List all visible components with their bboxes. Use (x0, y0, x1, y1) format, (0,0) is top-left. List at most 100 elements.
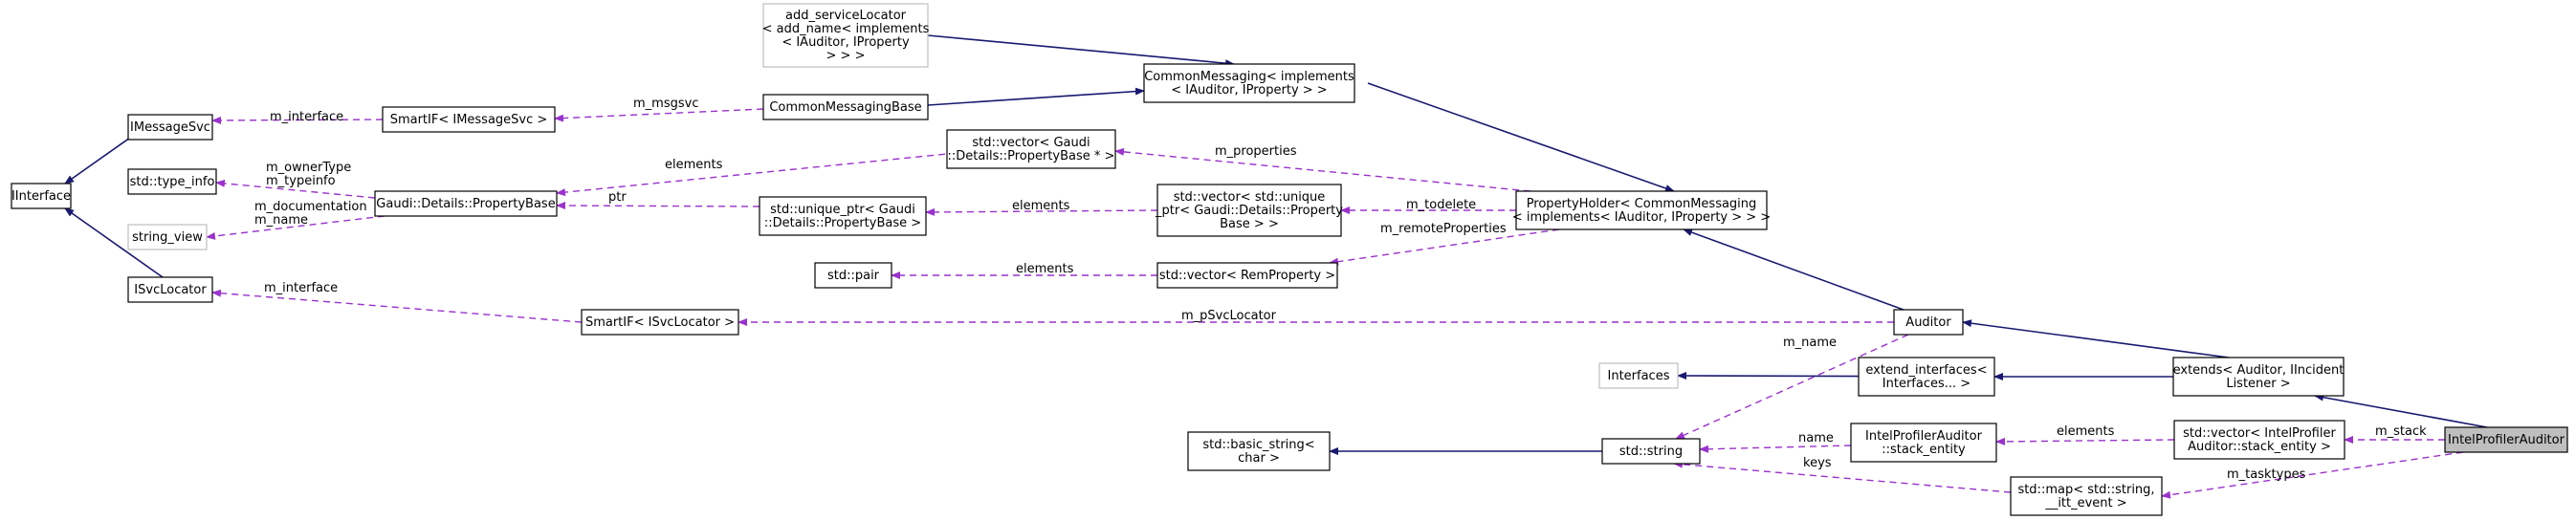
edge-label: m_remoteProperties (1380, 222, 1507, 236)
node-label: IMessageSvc (130, 120, 210, 135)
node-label: IInterface (11, 189, 71, 204)
unique-ptr-propertybase-node[interactable]: std::unique_ptr< Gaudi::Details::Propert… (759, 196, 927, 236)
edge-label: m_name (1783, 336, 1837, 350)
m-name-auditor-edge (1675, 334, 1909, 440)
m-msgsvc-edge (554, 108, 764, 122)
node-label: std::string (1619, 445, 1683, 459)
node-label: < IAuditor, IProperty (782, 35, 910, 50)
node-label: SmartIF< ISvcLocator > (585, 315, 735, 330)
node-box (374, 190, 558, 217)
elements-stack-edge (1995, 437, 2175, 445)
node-box (2173, 420, 2345, 460)
vector-unique-ptr-node[interactable]: std::vector< std::unique_ptr< Gaudi::Det… (1155, 184, 1343, 237)
isvclocator-to-iinterface-edge (64, 207, 164, 278)
node-label: ISvcLocator (134, 283, 207, 297)
node-label: std::basic_string< (1202, 438, 1314, 452)
auditor-node[interactable]: Auditor (1893, 309, 1964, 336)
node-label: string_view (132, 230, 203, 245)
edge-label: m_properties (1215, 144, 1297, 159)
std-pair-node[interactable]: std::pair (814, 262, 892, 289)
m-ownertype-edge (215, 179, 376, 199)
node-box (1850, 423, 1997, 463)
node-label: __itt_event > (2044, 496, 2126, 510)
elements-vec-ptr-edge (556, 152, 958, 197)
node-label: _ptr< Gaudi::Details::Property (1155, 204, 1343, 218)
node-box (814, 262, 892, 289)
intelprofilerauditor-node[interactable]: IntelProfilerAuditor (2444, 426, 2568, 453)
edge-label: m_documentation (254, 200, 367, 214)
iinterface-node[interactable]: IInterface (11, 183, 72, 209)
edge-label: m_tasktypes (2227, 467, 2306, 482)
add-servicelocator-node[interactable]: add_serviceLocator< add_name< implements… (762, 3, 930, 68)
commonmessaging-node[interactable]: CommonMessaging< implements< IAuditor, I… (1143, 63, 1355, 103)
node-label: Base > > (1220, 217, 1279, 231)
edge-label: elements (665, 158, 723, 172)
stack-entity-node[interactable]: IntelProfilerAuditor::stack_entity (1850, 423, 1997, 463)
edge-label: elements (2057, 424, 2115, 439)
node-box (127, 276, 213, 303)
auditor-to-extends-edge (1962, 319, 2230, 358)
node-box (1156, 184, 1342, 237)
vector-propertybase-ptr-node[interactable]: std::vector< Gaudi::Details::PropertyBas… (946, 129, 1116, 169)
commonmessagingbase-node[interactable]: CommonMessagingBase (762, 94, 929, 120)
keys-edge (1673, 460, 2012, 493)
m-interface-svc-edge (211, 289, 583, 323)
add-servicelocator-to-commonmessaging-edge (927, 34, 1235, 68)
extends-to-intelprofilerauditor-edge (2314, 393, 2488, 428)
smartif-isvclocator-node[interactable]: SmartIF< ISvcLocator > (581, 309, 739, 336)
isvclocator-node[interactable]: ISvcLocator (127, 276, 213, 303)
name-edge (1699, 445, 1852, 453)
node-label: Auditor (1905, 315, 1951, 330)
smartif-imessagesvc-node[interactable]: SmartIF< IMessageSvc > (382, 106, 556, 133)
propertyholder-node[interactable]: PropertyHolder< CommonMessaging< impleme… (1512, 190, 1771, 230)
node-label: IntelProfilerAuditor (2448, 433, 2565, 447)
node-box (1515, 190, 1768, 230)
interfaces-node[interactable]: Interfaces (1598, 362, 1679, 389)
node-box (1187, 431, 1331, 471)
edge-label: m_interface (270, 110, 343, 124)
node-box (382, 106, 556, 133)
node-box (759, 196, 927, 236)
node-label: > > > (826, 49, 866, 63)
node-label: IntelProfilerAuditor (1865, 429, 1983, 444)
node-box (2172, 357, 2345, 397)
node-box (762, 94, 929, 120)
edge-label: m_todelete (1406, 198, 1476, 212)
m-documentation-edge (206, 215, 385, 240)
edge-label: m_interface (264, 281, 338, 295)
std-string-node[interactable]: std::string (1601, 438, 1701, 465)
edge-label: elements (1016, 262, 1074, 276)
string-view-node[interactable]: string_view (127, 224, 208, 250)
node-label: < add_name< implements (762, 22, 930, 36)
m-interface-msg-edge (211, 116, 384, 124)
node-label: std::unique_ptr< Gaudi (770, 203, 915, 217)
vector-stack-entity-node[interactable]: std::vector< IntelProfilerAuditor::stack… (2173, 420, 2345, 460)
vector-remproperty-node[interactable]: std::vector< RemProperty > (1156, 262, 1338, 289)
extend-interfaces-node[interactable]: extend_interfaces<Interfaces... > (1858, 357, 1995, 397)
node-label: Listener > (2226, 377, 2290, 391)
imessagesvc-node[interactable]: IMessageSvc (127, 114, 213, 141)
edge-label: m_name (254, 213, 308, 228)
commonmessagingbase-to-commonmessaging-edge (927, 87, 1145, 106)
node-label: ::Details::PropertyBase > (764, 216, 921, 230)
node-box (11, 183, 72, 209)
node-label: < IAuditor, IProperty > > (1171, 83, 1327, 98)
propertyholder-to-auditor-edge (1683, 228, 1904, 311)
basic-string-node[interactable]: std::basic_string<char > (1187, 431, 1331, 471)
node-box (1893, 309, 1964, 336)
map-string-event-node[interactable]: std::map< std::string,__itt_event > (2010, 476, 2163, 516)
edge-label: keys (1803, 456, 1832, 470)
node-label: std::vector< RemProperty > (1159, 269, 1335, 283)
node-box (1601, 438, 1701, 465)
edge-label: m_ownerType (266, 161, 351, 175)
edge-label: m_msgsvc (633, 97, 698, 111)
std-type-info-node[interactable]: std::type_info (127, 168, 217, 195)
edge-label: m_typeinfo (266, 174, 336, 188)
node-label: std::vector< std::unique (1174, 190, 1326, 205)
node-box (127, 168, 217, 195)
node-label: PropertyHolder< CommonMessaging (1527, 197, 1757, 211)
property-base-node[interactable]: Gaudi::Details::PropertyBase (374, 190, 558, 217)
m-tasktypes-edge (2161, 451, 2464, 499)
